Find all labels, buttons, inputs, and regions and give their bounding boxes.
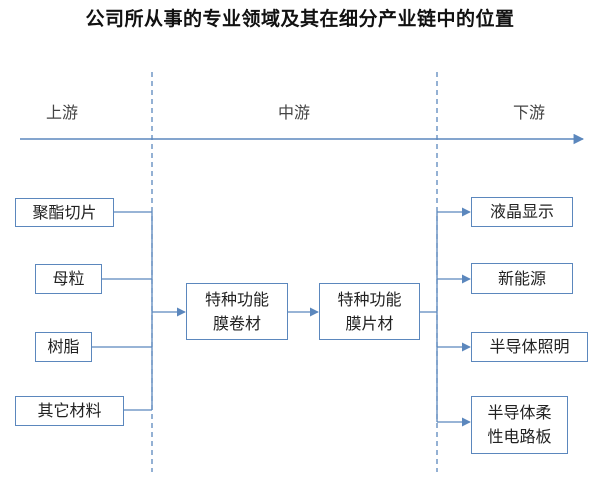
midstream-box-film-sheet: 特种功能 膜片材 xyxy=(319,283,420,340)
stage-label-midstream: 中游 xyxy=(278,103,311,122)
downstream-box-flex-circuit: 半导体柔 性电路板 xyxy=(471,396,568,454)
film-roll-line-1: 特种功能 xyxy=(204,289,269,309)
downstream-box-semi-lighting: 半导体照明 xyxy=(471,332,588,362)
flex-circuit-line-1: 半导体柔 xyxy=(487,403,552,422)
downstream-box-new-energy: 新能源 xyxy=(471,263,573,294)
film-sheet-line-2: 膜片材 xyxy=(345,313,394,333)
upstream-box-other-materials: 其它材料 xyxy=(15,396,124,426)
downstream-box-lcd: 液晶显示 xyxy=(471,197,573,227)
upstream-connectors xyxy=(92,211,153,411)
flex-circuit-line-2: 性电路板 xyxy=(487,427,552,446)
upstream-box-polyester-chips: 聚酯切片 xyxy=(15,198,114,227)
film-sheet-line-1: 特种功能 xyxy=(337,289,402,309)
stage-label-downstream: 下游 xyxy=(513,103,546,122)
midstream-box-film-roll: 特种功能 膜卷材 xyxy=(186,283,288,340)
upstream-box-resin: 树脂 xyxy=(35,332,92,362)
stage-label-upstream: 上游 xyxy=(46,103,79,122)
diagram-title: 公司所从事的专业领域及其在细分产业链中的位置 xyxy=(85,8,515,30)
downstream-connectors xyxy=(420,212,438,422)
upstream-box-masterbatch: 母粒 xyxy=(35,264,102,294)
film-roll-line-2: 膜卷材 xyxy=(212,313,261,333)
